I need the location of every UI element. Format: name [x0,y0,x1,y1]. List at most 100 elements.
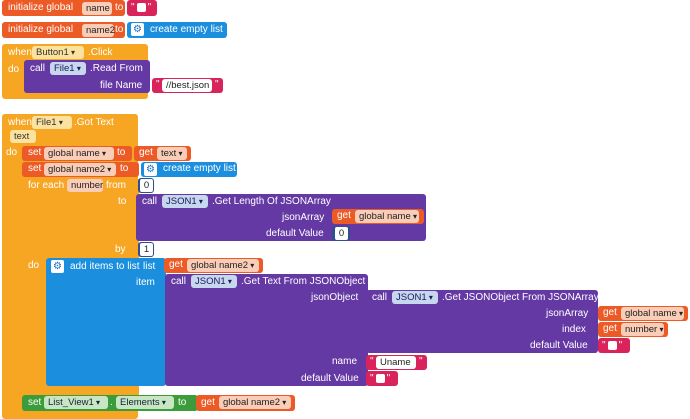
call-label: call [171,276,187,287]
empty-text-value[interactable]: "" [602,340,623,351]
file-name-text-block[interactable]: " //best.json " [152,78,223,93]
gear-icon[interactable]: ⚙ [144,163,157,176]
get-label: get [169,259,183,270]
do-label: do [8,64,20,75]
create-empty-list-block[interactable]: ⚙ create empty list [141,162,237,177]
get-var-dropdown[interactable]: number [621,323,664,336]
empty-text-block[interactable]: "" [366,371,398,386]
gear-icon[interactable]: ⚙ [51,260,64,273]
get-var-dropdown[interactable]: global name [621,307,684,320]
empty-text-block[interactable]: "" [598,338,630,353]
list-label: list [143,261,156,272]
component-dropdown[interactable]: File1 [50,62,86,75]
component-dropdown[interactable]: File1 [32,116,72,129]
get-global-name-block[interactable]: get global name [598,306,688,321]
loop-var-field[interactable]: number [67,179,103,192]
uname-value[interactable]: Uname [376,356,416,369]
get-var-dropdown[interactable]: global name2 [219,396,291,409]
component-dropdown[interactable]: Button1 [32,46,84,59]
event-label: .Got Text [74,117,114,128]
param-text[interactable]: text [10,130,36,143]
component-dropdown[interactable]: JSON1 [162,195,208,208]
when-label: when [8,47,32,58]
component-dropdown[interactable]: JSON1 [191,275,237,288]
empty-text-value[interactable]: "" [131,2,152,13]
method-label: .Get Length Of JSONArray [212,196,331,207]
from-number-block[interactable]: 0 [138,178,154,193]
to-label: to [115,2,124,13]
method-label: .Get Text From JSONObject [241,276,366,287]
set-listview-elements-block[interactable]: set List_View1 . Elements to [22,395,198,411]
gear-icon[interactable]: ⚙ [131,23,144,36]
get-label: get [603,323,617,334]
init-label: initialize global [8,24,74,35]
call-label: call [372,292,388,303]
get-var-dropdown[interactable]: text [157,147,187,160]
set-label: set [28,147,42,158]
set-global-name2-block[interactable]: set global name2 to [22,162,139,177]
component-dropdown[interactable]: List_View1 [44,396,108,409]
to-label: to [117,147,126,158]
get-var-dropdown[interactable]: global name [355,210,419,223]
default-value-label: default Value [266,228,324,239]
json-object-label: jsonObject [311,292,359,303]
uname-text-block[interactable]: " Uname " [366,355,427,370]
name-label: name [332,356,358,367]
add-items-label: add items to list [70,261,140,272]
default-value-label: default Value [530,340,588,351]
get-number-block[interactable]: get number [598,322,668,337]
set-label: set [28,397,42,408]
component-dropdown[interactable]: JSON1 [392,291,438,304]
property-dropdown[interactable]: Elements [116,396,174,409]
file-name-label: file Name [100,80,143,91]
get-label: get [337,210,351,221]
get-text-from-jsonobject-call[interactable]: call JSON1 .Get Text From JSONObject jso… [165,274,368,386]
init-global-name2-block[interactable]: initialize global name2 to [2,22,125,38]
init-global-name-block[interactable]: initialize global name to [2,0,125,16]
var-dropdown[interactable]: global name2 [44,163,116,176]
to-label: to [118,196,127,207]
json-array-label: jsonArray [546,308,589,319]
default-number-value[interactable]: 0 [335,227,348,240]
by-number-block[interactable]: 1 [138,242,154,257]
var-dropdown[interactable]: global name [44,147,114,160]
empty-text-value[interactable]: "" [370,373,391,384]
set-global-name-block[interactable]: set global name to [22,146,132,161]
default-number-block[interactable]: 0 [332,226,350,241]
index-label: index [562,324,586,335]
by-label: by [115,244,126,255]
from-label: from [106,180,126,191]
do-label: do [6,147,18,158]
from-number-value[interactable]: 0 [140,179,153,192]
get-global-name-block[interactable]: get global name [332,209,424,224]
create-empty-list-label: create empty list [150,24,223,35]
call-label: call [30,63,46,74]
to-label: to [120,163,129,174]
item-label: item [136,277,155,288]
file-name-value[interactable]: //best.json [162,79,212,92]
create-empty-list-label: create empty list [163,163,236,174]
get-label: get [201,397,215,408]
event-label: .Click [88,47,113,58]
add-items-to-list-block[interactable]: ⚙ add items to list list item [46,258,166,386]
get-global-name2-block[interactable]: get global name2 [196,395,295,411]
by-number-value[interactable]: 1 [140,243,153,256]
when-label: when [8,117,32,128]
get-label: get [603,307,617,318]
json-array-label: jsonArray [282,212,325,223]
get-jsonobject-from-jsonarray-call[interactable]: call JSON1 .Get JSONObject From JSONArra… [366,290,599,353]
call-label: call [142,196,158,207]
get-label: get [139,147,153,158]
empty-text-block[interactable]: "" [127,0,157,16]
set-label: set [28,163,42,174]
create-empty-list-block[interactable]: ⚙ create empty list [127,22,227,38]
get-var-dropdown[interactable]: global name2 [187,259,259,272]
get-global-name2-block[interactable]: get global name2 [164,258,263,273]
default-value-label: default Value [301,373,359,384]
var-name2-field[interactable]: name2 [82,24,115,37]
do-label: do [28,260,40,271]
var-name-field[interactable]: name [82,2,112,15]
file-read-from-call[interactable]: call File1 .Read From file Name [24,60,150,93]
get-text-block[interactable]: get text [134,146,191,161]
for-each-label: for each [28,180,65,191]
